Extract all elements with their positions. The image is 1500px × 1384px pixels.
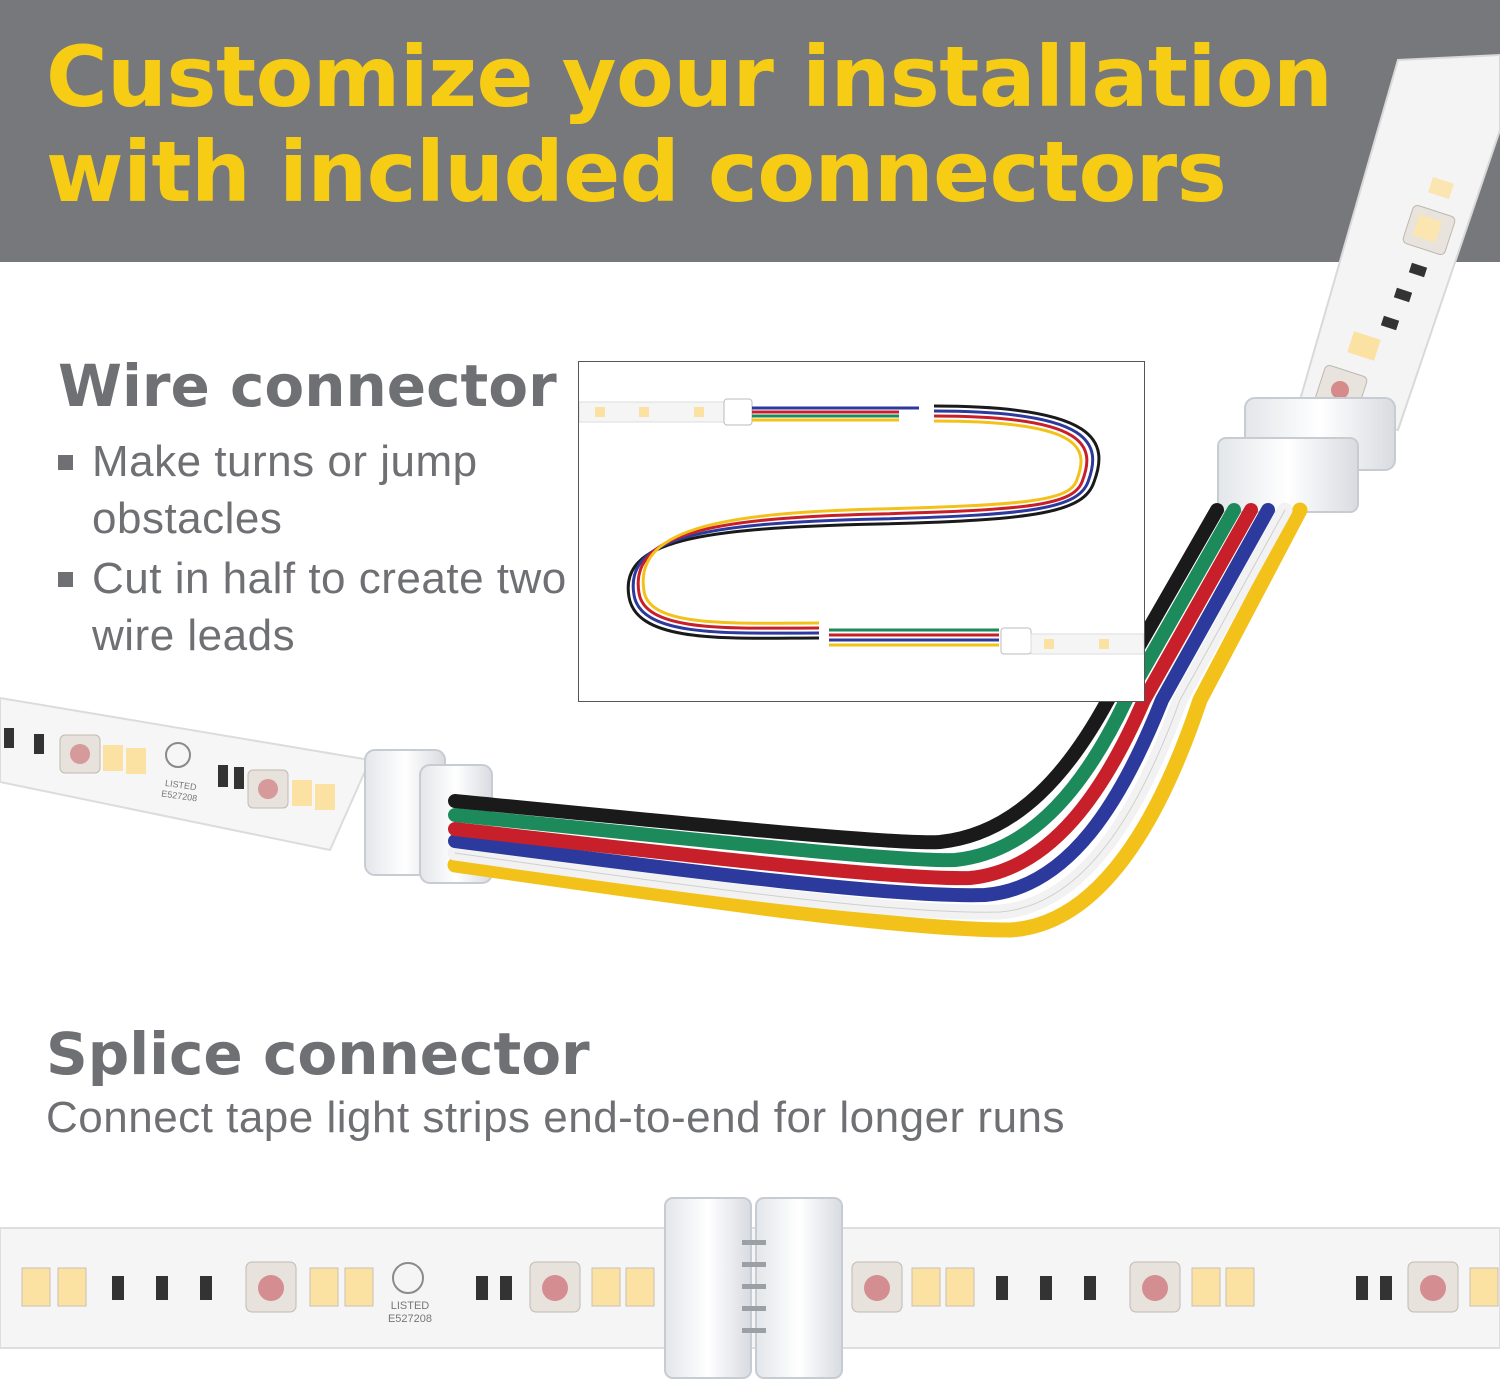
square-bullet-icon	[58, 572, 73, 587]
bullet-item: Cut in half to create two wire leads	[58, 550, 572, 664]
ul-mark-bottom: LISTED E527208	[372, 1300, 448, 1326]
wire-connector-title: Wire connector	[58, 352, 557, 420]
bullet-text: Cut in half to create two wire leads	[92, 554, 567, 660]
inset-wire-drawing	[579, 398, 1144, 655]
bullet-text: Make turns or jump obstacles	[92, 437, 478, 543]
listed-mark-bottom: LISTED	[390, 1300, 430, 1312]
wire-connector-bullets: Make turns or jump obstacles Cut in half…	[58, 433, 572, 667]
file-number-bottom: E527208	[387, 1313, 433, 1325]
headline-line-2: with included connectors	[46, 123, 1227, 221]
splice-connector-description: Connect tape light strips end-to-end for…	[46, 1093, 1066, 1142]
led-strip-left	[0, 696, 372, 852]
splice-connector-title: Splice connector	[46, 1020, 590, 1088]
header-banner	[0, 0, 1500, 262]
headline-line-1: Customize your installation	[46, 28, 1333, 126]
bullet-item: Make turns or jump obstacles	[58, 433, 572, 547]
led-strip-diagonal	[1298, 53, 1500, 432]
wire-connector-inset-diagram	[578, 361, 1145, 702]
headline: Customize your installation with include…	[46, 28, 1333, 221]
wire-connector-clip-upper	[1217, 397, 1396, 513]
wire-bundle	[447, 502, 1308, 938]
square-bullet-icon	[58, 455, 73, 470]
splice-connector-clip	[664, 1197, 843, 1379]
